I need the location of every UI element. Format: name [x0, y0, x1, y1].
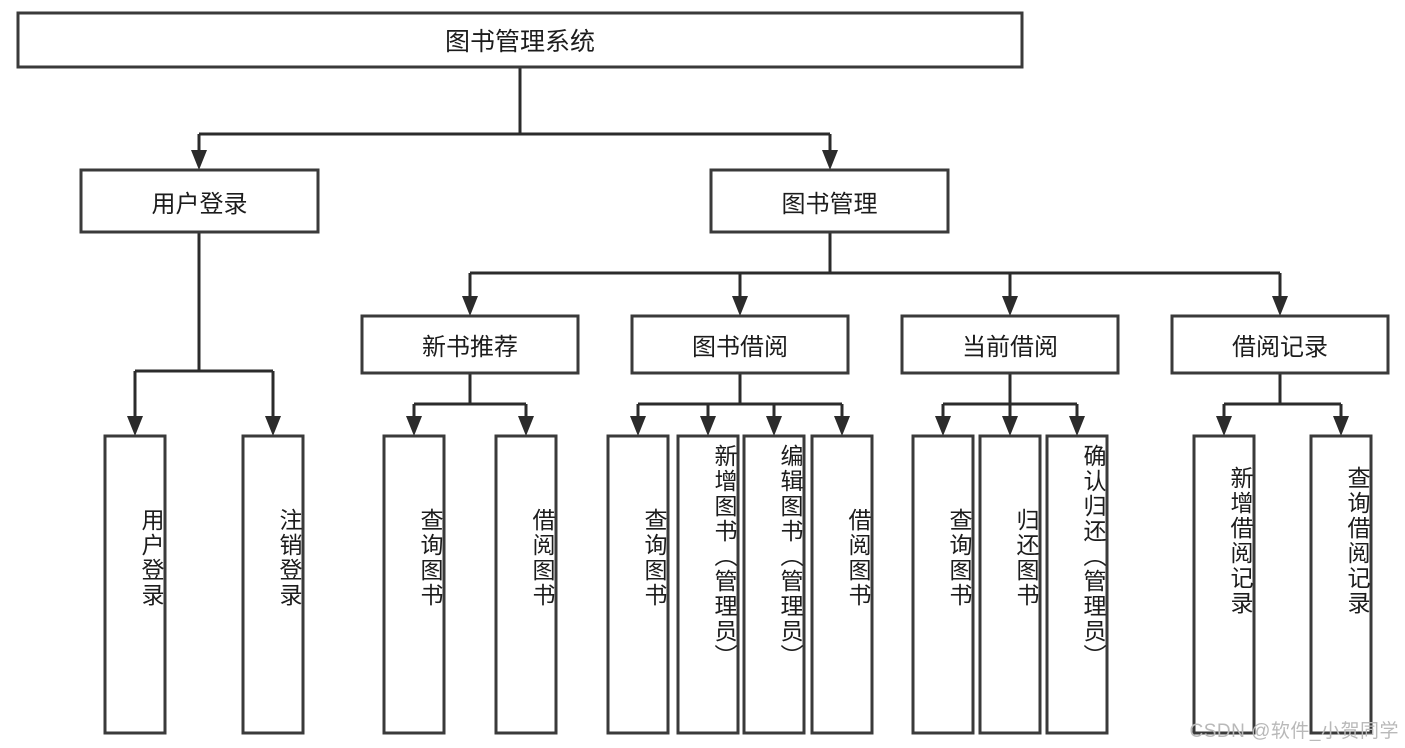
node-leaf-borrow-book-1[interactable] — [494, 434, 558, 735]
node-book-borrow[interactable] — [630, 314, 850, 375]
node-leaf-query-record[interactable] — [1309, 434, 1373, 735]
connector-newbook-to-leaves — [406, 373, 534, 436]
node-leaf-add-record[interactable] — [1192, 434, 1256, 735]
node-leaf-query-book-1[interactable] — [382, 434, 446, 735]
connector-userlogin-to-leaves — [127, 232, 281, 436]
connector-currentborrow-to-leaves — [935, 373, 1085, 436]
node-leaf-borrow-book-2[interactable] — [810, 434, 874, 735]
node-leaf-return-book[interactable] — [978, 434, 1042, 735]
node-new-book-rec[interactable] — [360, 314, 580, 375]
csdn-watermark: CSDN @软件_小贺同学 — [1189, 721, 1399, 742]
connector-root-to-level2 — [191, 67, 838, 170]
node-leaf-user-login[interactable] — [103, 434, 167, 735]
connector-bookmanage-to-level3 — [462, 232, 1288, 316]
node-leaf-logout[interactable] — [241, 434, 305, 735]
node-leaf-query-book-2[interactable] — [606, 434, 670, 735]
connector-borrowrecord-to-leaves — [1216, 373, 1349, 436]
node-book-manage[interactable] — [709, 168, 950, 234]
connector-bookborrow-to-leaves — [630, 373, 850, 436]
node-leaf-add-book[interactable] — [676, 434, 740, 735]
node-current-borrow[interactable] — [900, 314, 1120, 375]
node-leaf-confirm-return[interactable] — [1045, 434, 1109, 735]
node-borrow-record[interactable] — [1170, 314, 1390, 375]
node-leaf-edit-book[interactable] — [742, 434, 806, 735]
node-root[interactable] — [16, 11, 1024, 69]
node-leaf-query-book-3[interactable] — [911, 434, 975, 735]
node-user-login[interactable] — [79, 168, 320, 234]
